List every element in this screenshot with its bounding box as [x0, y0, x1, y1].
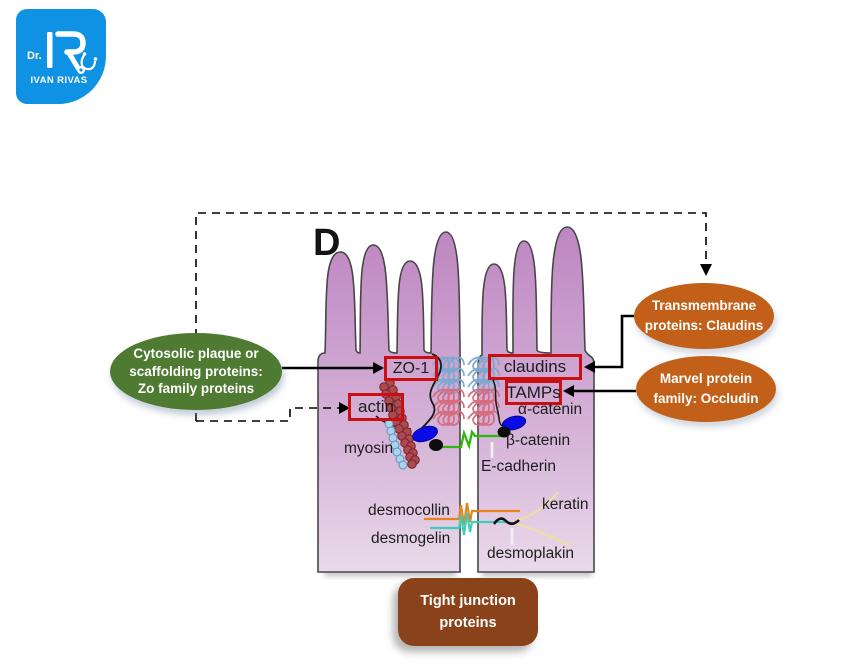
callout-line: Tight junction: [420, 592, 516, 609]
desmocollin-label: desmocollin: [368, 502, 450, 519]
callout-arrows: [282, 314, 636, 393]
ir-stethoscope-icon: [47, 31, 98, 74]
callout-line: Marvel protein: [659, 371, 753, 387]
alpha-catenin-icon: [412, 415, 527, 443]
desmocollin-line: [424, 502, 520, 526]
panel-label: D: [313, 222, 341, 264]
dashed-connectors: [195, 212, 707, 422]
callout-line: proteins: Claudins: [644, 318, 764, 333]
keratin-label: keratin: [542, 496, 589, 513]
pointer-ticks: [490, 442, 514, 545]
dr-ivan-rivas-logo: Dr. IVAN RIVAS: [16, 9, 106, 104]
desmoplakin-label: desmoplakin: [487, 545, 575, 562]
cytosolic-plaque-callout: Cytosolic plaque or scaffolding proteins…: [110, 333, 282, 410]
transmembrane-claudins-callout: Transmembrane proteins: Claudins: [634, 283, 774, 349]
e-cadherin-label: E-cadherin: [481, 458, 556, 475]
beta-catenin-label: β-catenin: [506, 432, 571, 449]
zo1-label: ZO-1: [392, 359, 430, 377]
callout-line: proteins: [439, 615, 497, 631]
keratin-filaments: [515, 491, 571, 547]
callout-line: Transmembrane: [651, 298, 757, 314]
desmogelin-label: desmogelin: [371, 530, 451, 547]
tight-junction-proteins-box: Tight junction proteins: [398, 578, 538, 646]
callout-line: scaffolding proteins:: [129, 363, 263, 379]
right-cell: [477, 226, 595, 573]
logo-prefix: Dr.: [27, 50, 42, 62]
claudins-highlight-box: claudins: [488, 354, 582, 380]
tamps-label: TAMPs: [506, 382, 561, 402]
dashed-arrowheads: [339, 264, 712, 414]
beta-catenin-icon: [429, 426, 511, 451]
e-cadherin-line: [441, 428, 501, 451]
callout-line: Cytosolic plaque or: [133, 345, 259, 361]
claudins-label: claudins: [503, 357, 567, 376]
actin-highlight-box: actin: [348, 393, 404, 421]
callout-line: family: Occludin: [653, 391, 759, 406]
callout-line: Zo family proteins: [137, 381, 255, 397]
tamps-highlight-box: TAMPs: [505, 380, 562, 405]
marvel-occludin-callout: Marvel protein family: Occludin: [636, 356, 776, 422]
actin-label: actin: [358, 397, 394, 416]
myosin-icon: [384, 419, 408, 470]
alpha-catenin-label: α-catenin: [518, 401, 583, 418]
desmoplakin-icon: [492, 517, 520, 526]
zo1-highlight-box: ZO-1: [384, 356, 438, 381]
logo-name: IVAN RIVAS: [30, 75, 88, 86]
callout-arrowheads: [373, 361, 595, 397]
desmogelin-line: [430, 512, 508, 536]
myosin-label: myosin: [344, 440, 394, 457]
